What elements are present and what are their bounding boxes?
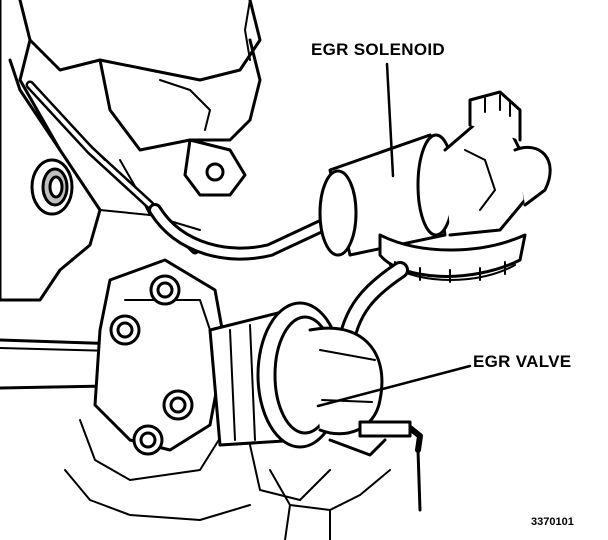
egr-valve-label: EGR VALVE [473,352,572,371]
egr-valve [208,301,387,501]
plug-grommet [30,158,74,216]
valve-leader-line [316,364,472,408]
valve-wire [358,420,423,512]
leader-lines [316,62,472,408]
lower-casting [269,469,391,540]
engine-block [0,0,262,302]
solenoid-leader-line [385,62,395,178]
egr-solenoid [318,90,552,283]
egr-solenoid-label: EGR SOLENOID [311,40,445,59]
manifold-flange [64,258,251,521]
figure-number: 3370101 [531,516,574,528]
